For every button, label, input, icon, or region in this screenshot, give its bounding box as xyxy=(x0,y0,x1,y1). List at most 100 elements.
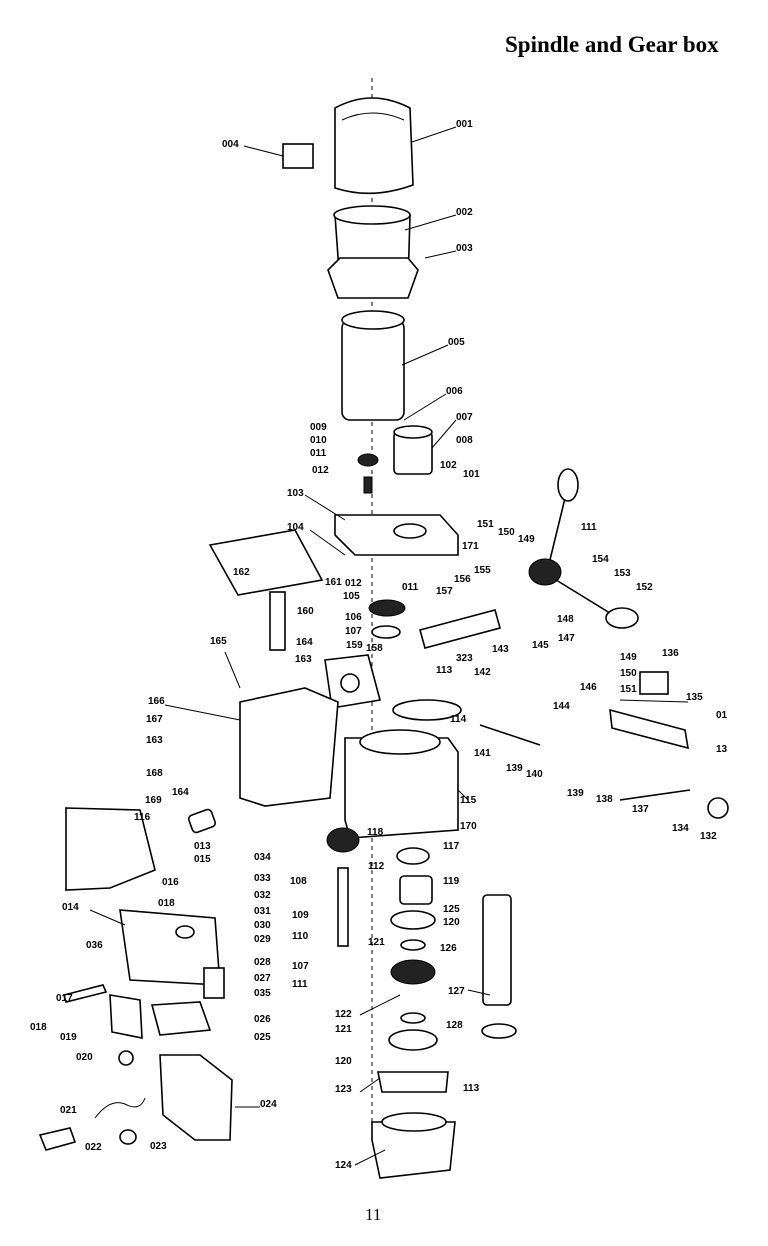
part-cover-gasket xyxy=(65,807,156,891)
part-bearing-121 xyxy=(400,939,426,951)
part-small-gear xyxy=(357,453,379,467)
part-number-label: 020 xyxy=(76,1052,93,1063)
part-number-label: 011 xyxy=(310,448,327,459)
part-number-label: 156 xyxy=(454,574,471,585)
part-motor-top xyxy=(341,310,405,330)
leader-line xyxy=(457,789,469,801)
part-number-label: 027 xyxy=(254,973,271,984)
part-shaft-bar xyxy=(269,591,286,651)
part-number-label: 011 xyxy=(402,582,419,593)
part-board-026 xyxy=(109,994,143,1039)
leader-line xyxy=(431,419,457,449)
part-bearing-117 xyxy=(396,847,430,865)
leader-line xyxy=(411,126,457,143)
part-number-label: 117 xyxy=(443,841,460,852)
part-number-label: 151 xyxy=(477,519,494,530)
part-number-label: 025 xyxy=(254,1032,271,1043)
part-scale-plate xyxy=(639,671,669,695)
part-bearing xyxy=(371,625,401,639)
part-gasket xyxy=(208,529,324,596)
part-number-label: 007 xyxy=(456,412,473,423)
part-number-label: 019 xyxy=(60,1032,77,1043)
part-number-label: 029 xyxy=(254,934,271,945)
leader-line xyxy=(401,344,449,366)
part-number-label: 168 xyxy=(146,768,163,779)
part-number-label: 127 xyxy=(448,986,465,997)
part-number-label: 003 xyxy=(456,243,473,254)
part-number-label: 151 xyxy=(620,684,637,695)
part-number-label: 123 xyxy=(335,1084,352,1095)
part-gear-122 xyxy=(390,959,436,985)
part-number-label: 004 xyxy=(222,139,239,150)
part-number-label: 138 xyxy=(596,794,613,805)
part-flange-123 xyxy=(377,1071,449,1093)
part-number-label: 166 xyxy=(148,696,165,707)
part-number-label: 119 xyxy=(443,876,460,887)
part-number-label: 118 xyxy=(367,827,384,838)
part-number-label: 017 xyxy=(56,993,73,1004)
part-number-label: 111 xyxy=(581,522,597,533)
part-number-label: 008 xyxy=(456,435,473,446)
part-number-label: 114 xyxy=(450,714,467,725)
part-fine-feed-shaft xyxy=(619,789,691,801)
part-number-label: 165 xyxy=(210,636,227,647)
part-number-label: 028 xyxy=(254,957,271,968)
part-number-label: 120 xyxy=(335,1056,352,1067)
part-ring-128 xyxy=(481,1023,517,1039)
part-handle-knob-lower xyxy=(605,607,639,629)
part-number-label: 013 xyxy=(194,841,211,852)
part-number-label: 141 xyxy=(474,748,491,759)
part-number-label: 102 xyxy=(440,460,457,471)
part-number-label: 103 xyxy=(287,488,304,499)
leader-line xyxy=(354,1149,386,1166)
part-number-label: 031 xyxy=(254,906,271,917)
part-number-label: 121 xyxy=(335,1024,352,1035)
part-number-label: 154 xyxy=(592,554,609,565)
part-small-bolt xyxy=(363,476,373,494)
part-bearing-120b xyxy=(388,1029,438,1051)
part-number-label: 120 xyxy=(443,917,460,928)
leader-line xyxy=(424,250,457,259)
part-number-label: 159 xyxy=(346,640,363,651)
part-number-label: 13 xyxy=(716,744,728,755)
part-spline-shaft xyxy=(419,609,501,649)
part-number-label: 109 xyxy=(292,910,309,921)
part-number-label: 146 xyxy=(580,682,597,693)
part-number-label: 107 xyxy=(345,626,362,637)
part-number-label: 116 xyxy=(134,812,151,823)
part-number-label: 150 xyxy=(620,668,637,679)
leader-line xyxy=(164,704,241,721)
part-number-label: 105 xyxy=(343,591,360,602)
part-number-label: 164 xyxy=(296,637,313,648)
part-number-label: 140 xyxy=(526,769,543,780)
part-number-label: 005 xyxy=(448,337,465,348)
part-number-label: 122 xyxy=(335,1009,352,1020)
part-number-label: 143 xyxy=(492,644,509,655)
part-number-label: 110 xyxy=(292,931,309,942)
part-number-label: 030 xyxy=(254,920,271,931)
part-number-label: 101 xyxy=(463,469,480,480)
part-handwheel-nut xyxy=(707,797,729,819)
part-top-plate-bore xyxy=(393,523,427,539)
part-number-label: 128 xyxy=(446,1020,463,1031)
part-handle-hub xyxy=(528,558,562,586)
leader-line xyxy=(89,909,126,926)
part-number-label: 107 xyxy=(292,961,309,972)
part-bearing-120 xyxy=(390,910,436,930)
part-drive-gear xyxy=(368,599,406,617)
part-number-label: 001 xyxy=(456,119,473,130)
part-board-025 xyxy=(150,1001,212,1036)
part-number-label: 112 xyxy=(368,861,385,872)
part-handle-knob-upper xyxy=(557,468,579,502)
part-motor-cover xyxy=(334,97,414,195)
part-electric-box-hole xyxy=(175,925,195,939)
part-number-label: 139 xyxy=(567,788,584,799)
part-number-label: 164 xyxy=(172,787,189,798)
part-motor-housing-top xyxy=(333,205,411,225)
part-number-label: 012 xyxy=(345,578,362,589)
part-number-label: 108 xyxy=(290,876,307,887)
part-number-label: 169 xyxy=(145,795,162,806)
part-spindle-shaft xyxy=(337,867,349,947)
